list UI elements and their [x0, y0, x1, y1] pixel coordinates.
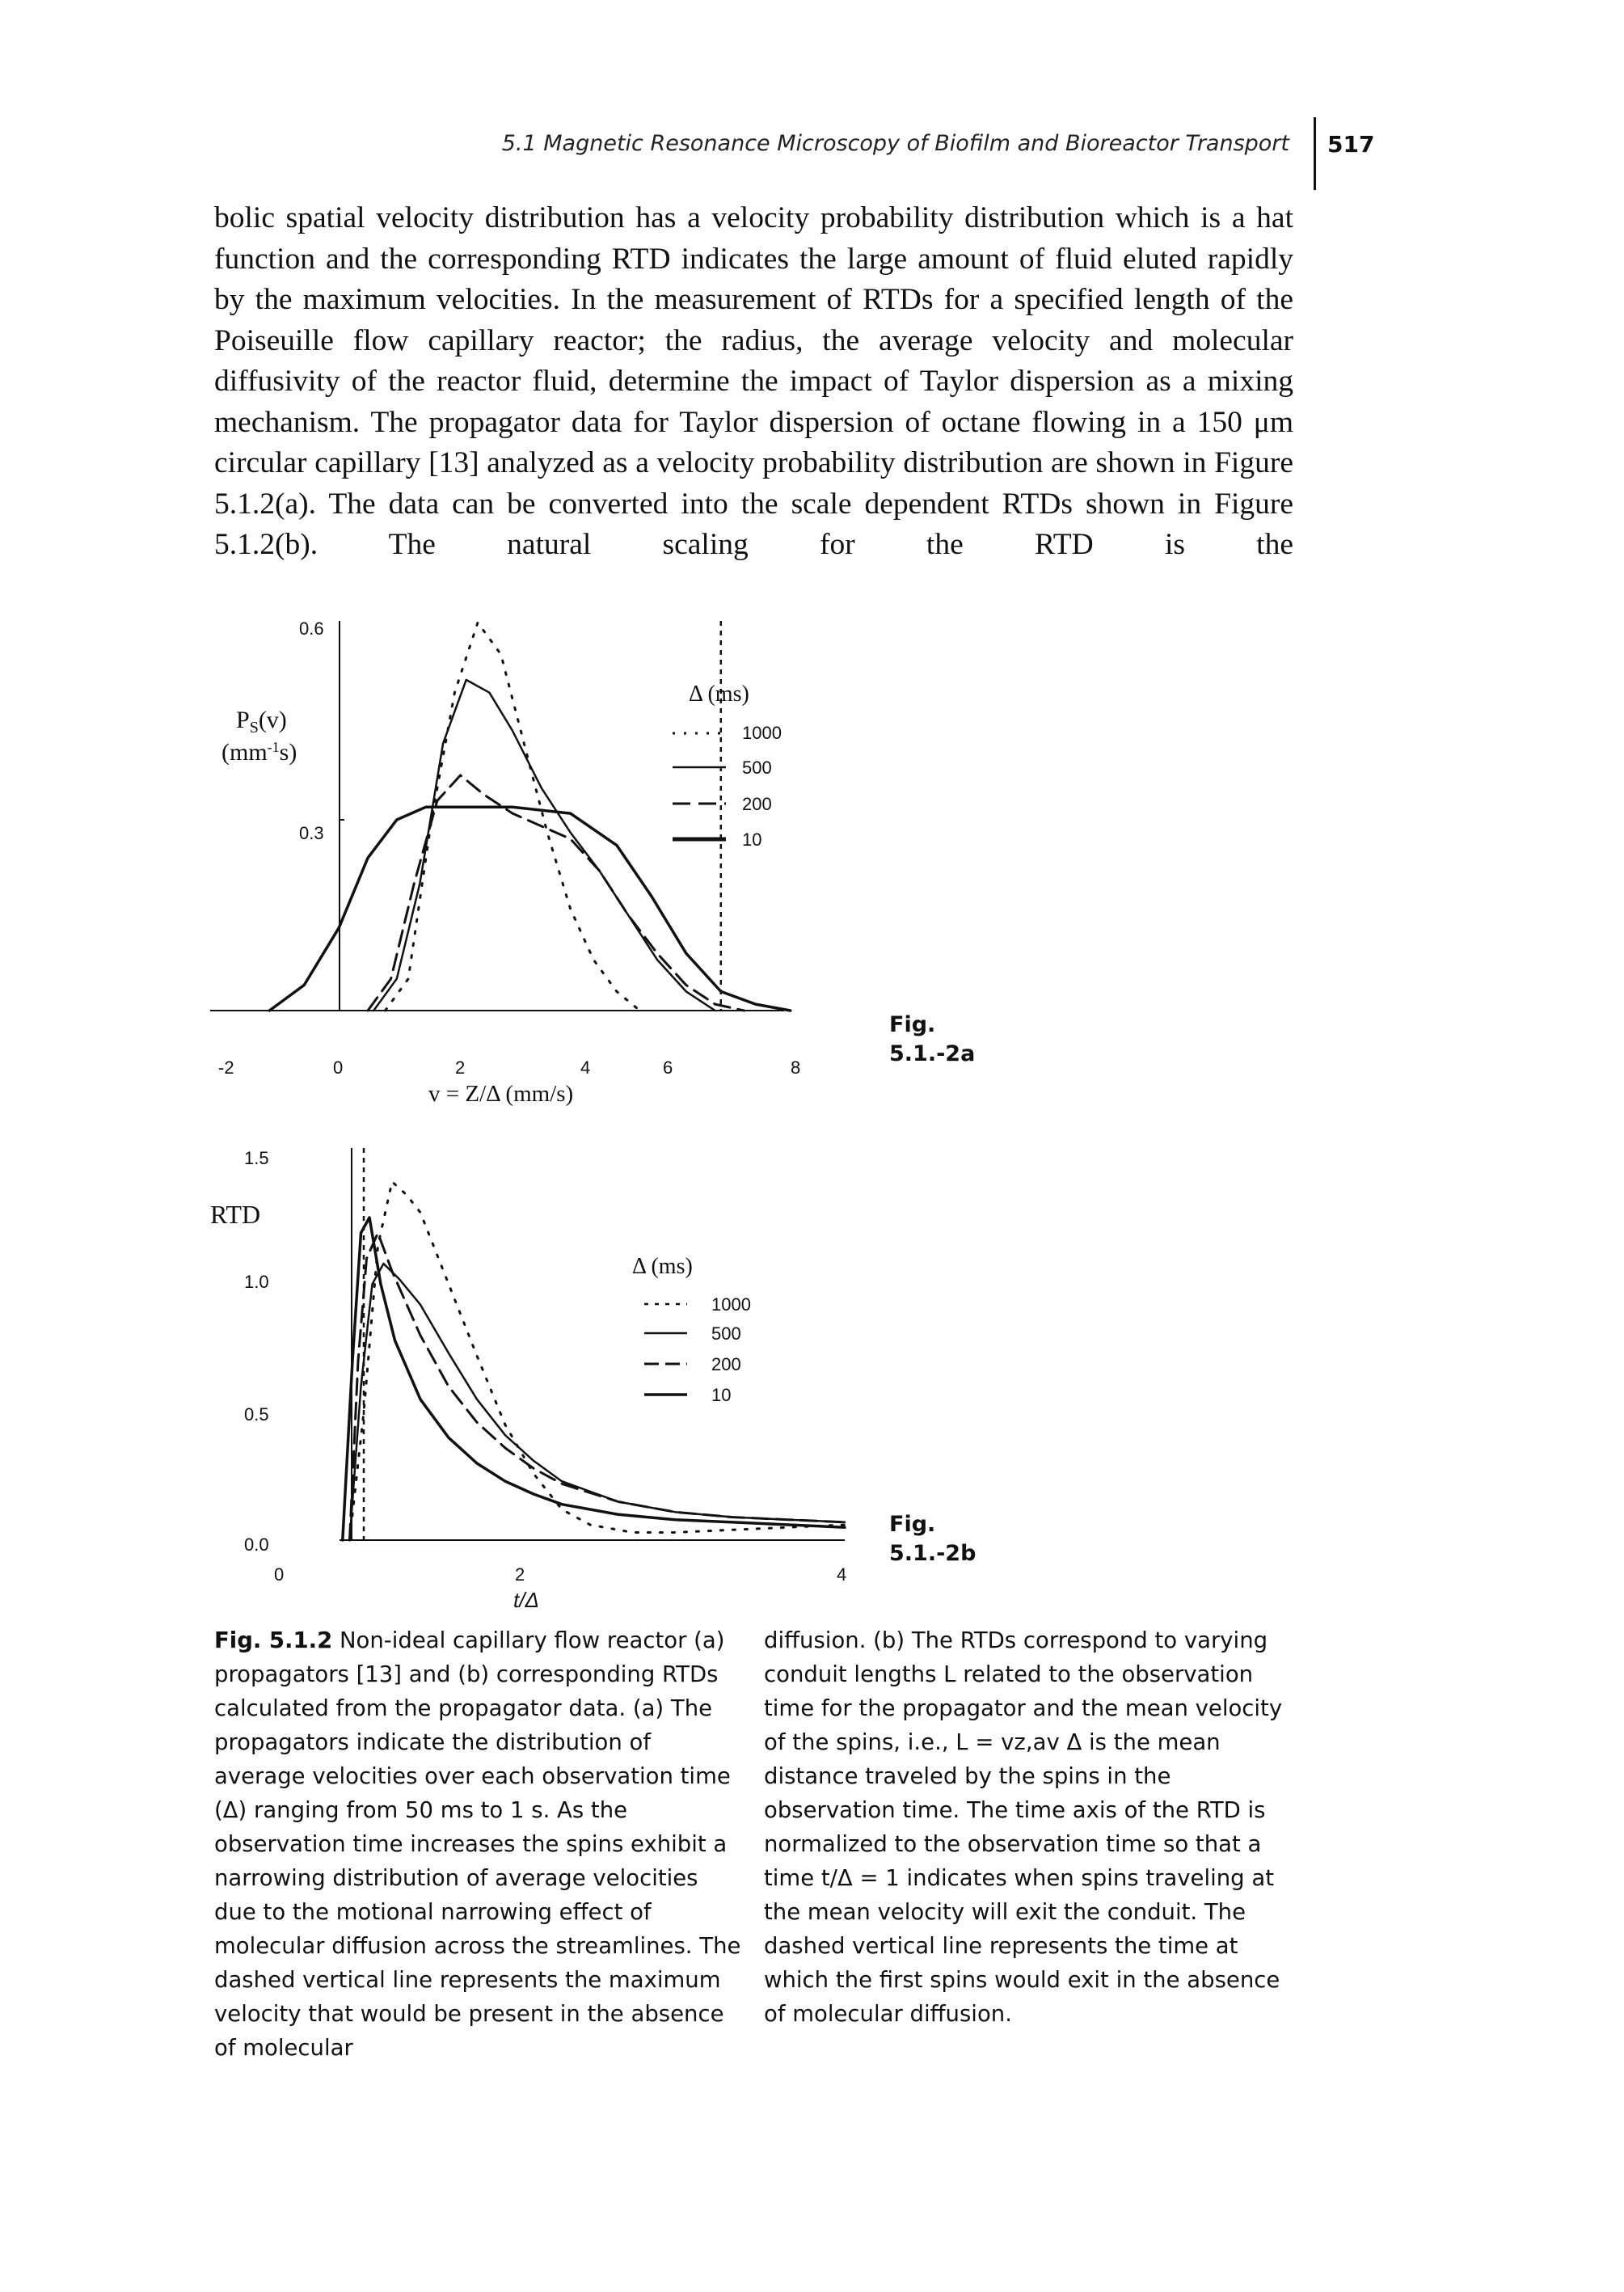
- legend-label: 500: [742, 758, 772, 778]
- x-tick-label: 8: [791, 1057, 800, 1078]
- page-number: 517: [1327, 131, 1375, 158]
- x-tick-label: 2: [455, 1057, 465, 1078]
- figure-caption-right: diffusion. (b) The RTDs correspond to va…: [764, 1627, 1283, 2027]
- caption-label: Fig. 5.1.2: [214, 1627, 333, 1653]
- y-axis-label: PS(v): [236, 707, 287, 737]
- x-tick-label: -2: [218, 1057, 234, 1078]
- header-rule: [1314, 117, 1316, 190]
- x-axis-label: v = Z/Δ (mm/s): [428, 1081, 573, 1107]
- series-line-1000: [348, 1180, 846, 1542]
- x-tick-label: 0: [333, 1057, 343, 1078]
- legend-label: 1000: [711, 1294, 751, 1315]
- y-tick-label: 0.0: [244, 1534, 269, 1555]
- figure-a-label: Fig. 5.1.-2a: [889, 1012, 976, 1066]
- y-tick-label: 0.5: [244, 1404, 269, 1425]
- legend-title: Δ (ms): [689, 682, 749, 707]
- series-line-10: [341, 1216, 846, 1542]
- legend-label: 200: [711, 1354, 741, 1374]
- x-tick-label: 0: [274, 1564, 284, 1585]
- figure-caption-left: Fig. 5.1.2 Non-ideal capillary flow reac…: [214, 1623, 744, 2065]
- x-tick-label: 4: [580, 1057, 590, 1078]
- running-header: 5.1 Magnetic Resonance Microscopy of Bio…: [501, 131, 1289, 156]
- legend-label: 10: [711, 1385, 731, 1405]
- figure-b-chart: 1.5 1.0 0.5 0.0 RTD 0 2 4 t/Δ Δ (ms) 100…: [210, 1148, 846, 1612]
- figure-a-chart: 0.6 0.3 PS(v) (mm-1s) -2 0 2 4 6 8 v = Z…: [210, 618, 800, 1107]
- legend-label: 10: [742, 829, 761, 850]
- x-tick-label: 2: [515, 1564, 525, 1585]
- legend-label: 500: [711, 1323, 741, 1344]
- legend-title: Δ (ms): [632, 1254, 693, 1279]
- y-axis-units: (mm-1s): [221, 739, 297, 766]
- y-tick-label: 1.0: [244, 1272, 269, 1292]
- series-line-500: [372, 678, 716, 1012]
- series-line-10: [268, 805, 792, 1012]
- y-axis-label: RTD: [210, 1200, 260, 1229]
- series-line-1000: [384, 621, 641, 1012]
- x-axis-label: t/Δ: [513, 1588, 539, 1612]
- caption-left-text: Non-ideal capillary flow reactor (a) pro…: [214, 1627, 741, 2061]
- figure-b-label: Fig. 5.1.-2b: [889, 1512, 977, 1566]
- body-paragraph: bolic spatial velocity distribution has …: [214, 201, 1293, 561]
- y-tick-label: 0.3: [299, 823, 324, 843]
- x-tick-label: 4: [837, 1564, 846, 1585]
- series-line-200: [348, 1231, 846, 1542]
- x-tick-label: 6: [663, 1057, 673, 1078]
- y-tick-label: 0.6: [299, 618, 324, 639]
- legend-label: 1000: [742, 723, 782, 743]
- legend-label: 200: [742, 794, 772, 814]
- series-line-200: [366, 774, 745, 1012]
- y-tick-label: 1.5: [244, 1148, 269, 1168]
